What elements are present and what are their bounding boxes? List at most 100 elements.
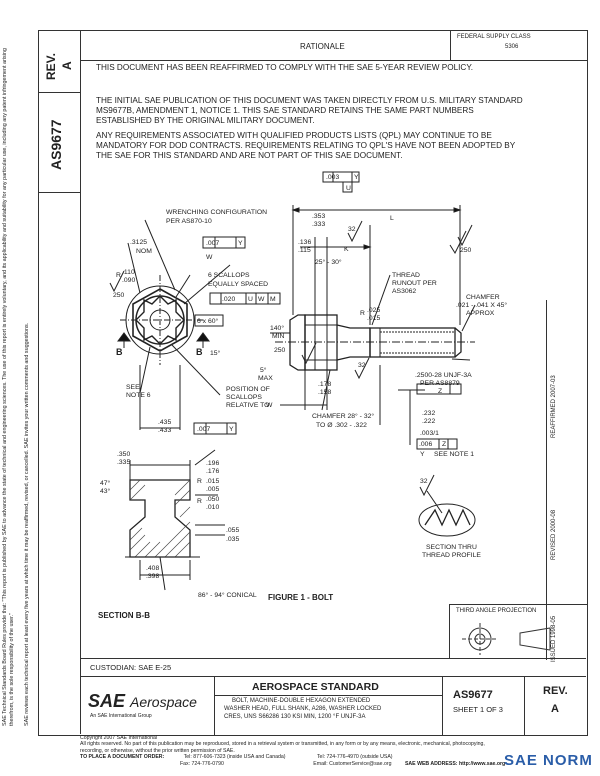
paragraph-1-line-1: THE INITIAL SAE PUBLICATION OF THIS DOCU… — [96, 96, 523, 105]
title-rule — [214, 695, 442, 696]
lbl-runout-per: RUNOUT PER — [392, 280, 437, 287]
lbl-chamfer-2b: TO Ø .302 - .322 — [316, 422, 367, 429]
revised-stamp: REVISED 2000-08 — [551, 509, 557, 560]
side-rev-label: REV. — [44, 53, 58, 80]
fcf-tol-007b: .007 — [197, 426, 210, 433]
sym-32-c: 32 — [420, 478, 428, 485]
section-bb-title: SECTION B-B — [98, 611, 150, 620]
footer-rights: All rights reserved. No part of this pub… — [80, 741, 485, 748]
lbl-wrenching: WRENCHING CONFIGURATION — [166, 209, 267, 216]
lbl-sec-015: .015 — [206, 478, 219, 485]
lbl-equally: EQUALLY SPACED — [208, 281, 268, 288]
lbl-r: R — [116, 272, 121, 279]
lbl-178: .178 — [318, 381, 331, 388]
lbl-5deg: 5° — [260, 366, 267, 374]
footer-tel-1: Tel: 877-606-7323 (inside USA and Canada… — [183, 754, 286, 761]
title-desc-cell: AEROSPACE STANDARD BOLT, MACHINE-DOUBLE … — [214, 677, 442, 735]
lbl-sec-010: .010 — [206, 504, 219, 511]
lbl-chamfer: CHAMFER — [466, 294, 500, 301]
lbl-232: .232 — [422, 410, 435, 417]
projection-symbol — [462, 623, 551, 655]
lbl-47: 47° — [100, 479, 111, 487]
lbl-scallops: 6 SCALLOPS — [208, 272, 250, 279]
part-desc-3: CRES, UNS S66286 130 KSI MIN, 1200 °F UN… — [224, 714, 366, 720]
fcf-tol-007: .007 — [206, 240, 219, 247]
paragraph-1-line-2: MS9677B, AMENDMENT 1, NOTICE 1. THIS SAE… — [96, 106, 474, 115]
lbl-l: L — [390, 215, 394, 222]
rationale-text: THIS DOCUMENT HAS BEEN REAFFIRMED TO COM… — [96, 63, 473, 72]
lbl-section-b-right: B — [196, 347, 203, 357]
lbl-0031: .003/1 — [420, 430, 439, 437]
lbl-chamfer-dim: .021 - .041 X 45° — [456, 301, 507, 309]
lbl-thread-spec: .2500-28 UNJF-3A — [415, 372, 472, 379]
rev-label: REV. — [543, 685, 568, 697]
lbl-115: .115 — [298, 247, 311, 254]
fsc-line-2: 5306 — [505, 44, 519, 50]
side-disclaimer-2: SAE reviews each technical report at lea… — [24, 322, 30, 726]
lbl-110: .110 — [122, 269, 135, 276]
side-disclaimer-1: SAE Technical Standards Board Rules prov… — [2, 48, 15, 726]
lbl-sec-r: R — [197, 478, 202, 485]
lbl-scallops-2: SCALLOPS — [226, 394, 262, 401]
fcf-tol-020: .020 — [222, 296, 235, 303]
figure-caption: FIGURE 1 - BOLT — [268, 593, 334, 602]
lbl-sec-d176: .176 — [206, 468, 219, 475]
side-column — [38, 30, 81, 734]
lbl-250: 250 — [113, 292, 125, 299]
fcf-datum-z: Z — [442, 441, 446, 448]
projection-label: THIRD ANGLE PROJECTION — [456, 608, 537, 614]
side-rev-value: A — [60, 61, 74, 70]
paragraph-2-line-3: THE SAE FOR THIS STANDARD AND ARE NOT PA… — [96, 151, 403, 160]
part-desc-1: BOLT, MACHINE-DOUBLE HEXAGON EXTENDED — [232, 698, 371, 704]
lbl-sec-005: .005 — [206, 486, 219, 493]
lbl-136: .136 — [298, 239, 311, 246]
lbl-datum-w: W — [206, 254, 213, 261]
doc-number-cell: AS9677 SHEET 1 OF 3 — [442, 677, 525, 735]
watermark-logo: SAE NORM — [504, 752, 593, 769]
footer-web: SAE WEB ADDRESS: http://www.sae.org — [404, 760, 506, 767]
lbl-max: MAX — [258, 375, 273, 382]
lbl-sec-408: .408 — [146, 565, 159, 572]
paragraph-1-line-3: ESTABLISHED BY THE ORIGINAL MILITARY DOC… — [96, 116, 315, 125]
page-frame — [38, 30, 588, 736]
fcf-tol-006: .006 — [419, 441, 432, 448]
footer-fax: Fax: 724-776-0790 — [180, 760, 224, 767]
lbl-thread-profile-1: SECTION THRU — [426, 544, 477, 551]
lbl-k: K — [344, 246, 349, 253]
side-rev-box: REV. A — [38, 30, 80, 93]
lbl-datum-z: Z — [438, 388, 442, 395]
lbl-relative-to: RELATIVE TO — [226, 402, 269, 409]
sym-32-a: 32 — [348, 226, 356, 233]
fcf-mod-w: W — [258, 296, 265, 303]
lbl-min: MIN — [272, 333, 285, 340]
logo-cell: SAE Aerospace An SAE International Group — [80, 677, 215, 735]
lbl-nom: NOM — [136, 248, 152, 255]
lbl-sec-d196: .196 — [206, 460, 219, 467]
lbl-433: .433 — [158, 427, 171, 434]
lbl-140: 140° — [270, 324, 284, 332]
lbl-chamfer-2: CHAMFER 28° - 32° — [312, 412, 374, 420]
fsc-line-1: FEDERAL SUPPLY CLASS — [457, 34, 531, 40]
lbl-thread-profile-2: THREAD PROFILE — [422, 552, 481, 559]
footer-order: TO PLACE A DOCUMENT ORDER: — [80, 754, 165, 761]
header-rationale-cell: RATIONALE — [80, 30, 450, 61]
aerospace-standard-title: AEROSPACE STANDARD — [252, 681, 379, 693]
lbl-per-as8879: PER AS8879 — [420, 380, 460, 387]
sym-32-b: 32 — [358, 362, 366, 369]
lbl-approx: APPROX — [466, 310, 495, 317]
bolt-drawing: WRENCHING CONFIGURATION PER AS870-10 .31… — [100, 171, 507, 599]
lbl-datum-y-d: Y — [420, 451, 425, 458]
rev-value: A — [551, 703, 559, 715]
sae-logo: SAE — [88, 691, 126, 711]
lbl-per-as870: PER AS870-10 — [166, 218, 212, 225]
lbl-note6: NOTE 6 — [126, 392, 151, 399]
footer-tel-2: Tel: 724-776-4970 (outside USA) — [316, 754, 393, 761]
paragraph-2-line-2: MANDATORY FOR DOD CONTRACTS. REQUIREMENT… — [96, 141, 516, 150]
custodian-row: CUSTODIAN: SAE E-25 — [80, 658, 586, 677]
lbl-sec-055: .055 — [226, 527, 239, 534]
lbl-025: .025 — [367, 307, 380, 314]
fcf-datum-u: U — [248, 296, 253, 303]
sym-250-b: 250 — [460, 247, 472, 254]
lbl-350: .350 — [117, 451, 130, 458]
lbl-015: .015 — [367, 315, 380, 322]
